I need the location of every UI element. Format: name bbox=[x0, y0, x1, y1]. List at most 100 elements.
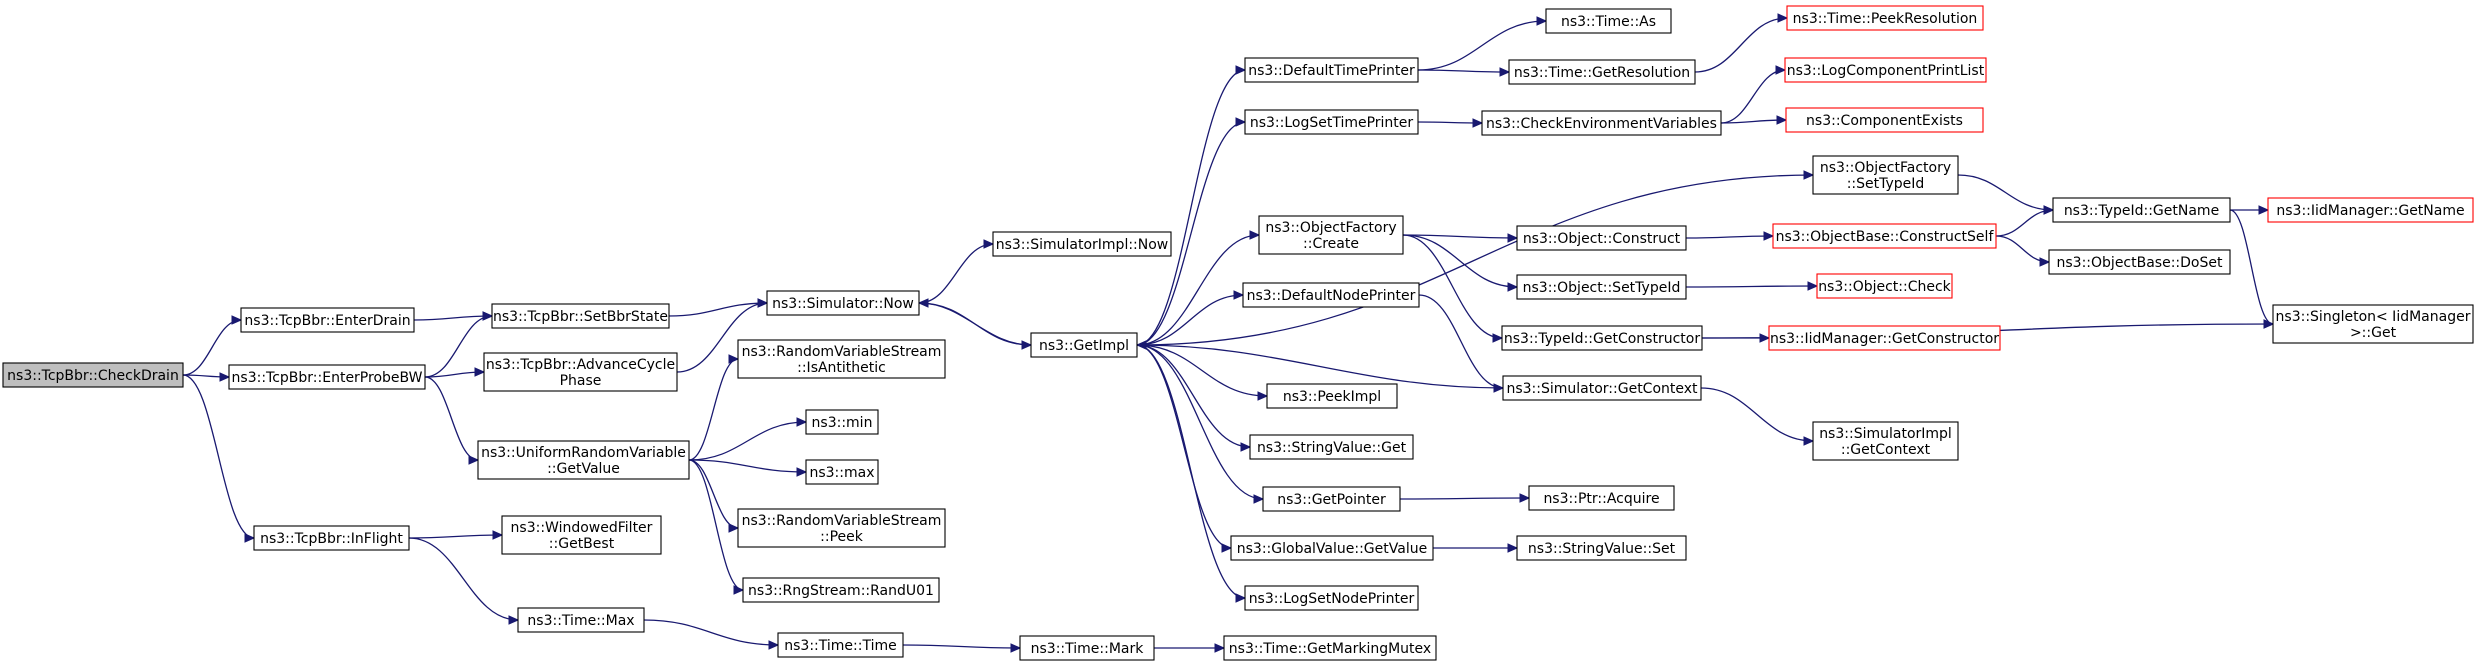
node-box bbox=[2048, 249, 2231, 275]
node-inflight[interactable]: ns3::TcpBbr::InFlight bbox=[253, 525, 410, 551]
arrowhead-icon bbox=[1214, 643, 1226, 653]
node-uniformgetvalue[interactable]: ns3::UniformRandomVariable::GetValue bbox=[477, 440, 690, 480]
node-label: ns3::PeekImpl bbox=[1283, 389, 1381, 405]
node-max[interactable]: ns3::max bbox=[805, 459, 879, 485]
arrowhead-icon bbox=[1249, 230, 1261, 240]
node-timeas[interactable]: ns3::Time::As bbox=[1545, 8, 1672, 34]
node-objbasedoset[interactable]: ns3::ObjectBase::DoSet bbox=[2048, 249, 2231, 275]
nodes-layer: ns3::TcpBbr::CheckDrain ns3::TcpBbr::Ente… bbox=[2, 5, 2474, 661]
node-box bbox=[777, 632, 904, 658]
edge-line bbox=[1136, 294, 1244, 346]
edge-getimpl-to-defaultnodeprinter bbox=[1136, 290, 1245, 346]
node-typeidgetconstructor[interactable]: ns3::TypeId::GetConstructor bbox=[1501, 325, 1703, 351]
node-defaultnodeprinter[interactable]: ns3::DefaultNodePrinter bbox=[1242, 282, 1420, 308]
node-logsettimeprinter[interactable]: ns3::LogSetTimePrinter bbox=[1244, 109, 1419, 135]
node-simnow[interactable]: ns3::Simulator::Now bbox=[766, 290, 920, 316]
node-peekimpl[interactable]: ns3::PeekImpl bbox=[1266, 383, 1398, 409]
node-simimplgetcontext[interactable]: ns3::SimulatorImpl::GetContext bbox=[1812, 421, 1959, 461]
edge-line bbox=[1685, 285, 1818, 288]
node-label: ns3::IidManager::GetName bbox=[2276, 203, 2464, 219]
node-simgetcontext[interactable]: ns3::Simulator::GetContext bbox=[1502, 375, 1702, 401]
arrowhead-icon bbox=[2039, 257, 2051, 267]
edge-line bbox=[1136, 69, 1246, 346]
node-stringvalueget[interactable]: ns3::StringValue::Get bbox=[1249, 434, 1414, 460]
edge-setbbrstate-to-simnow bbox=[668, 298, 769, 317]
node-objectcheck[interactable]: ns3::Object::Check bbox=[1816, 273, 1953, 299]
node-typeidgetname[interactable]: ns3::TypeId::GetName bbox=[2052, 197, 2231, 223]
node-objconstruct[interactable]: ns3::Object::Construct bbox=[1516, 225, 1687, 251]
node-enterprobebw[interactable]: ns3::TcpBbr::EnterProbeBW bbox=[228, 364, 426, 390]
node-gvgetvalue[interactable]: ns3::GlobalValue::GetValue bbox=[1230, 535, 1434, 561]
node-defaulttimeprinter[interactable]: ns3::DefaultTimePrinter bbox=[1244, 57, 1419, 83]
edge-ofcreate-to-objconstruct bbox=[1402, 233, 1519, 243]
node-box bbox=[737, 508, 946, 548]
node-getpointer[interactable]: ns3::GetPointer bbox=[1262, 486, 1401, 512]
node-box bbox=[228, 364, 426, 390]
node-label: ::Peek bbox=[820, 529, 864, 545]
edge-ofcreate-to-typeidgetconstructor bbox=[1402, 234, 1504, 343]
edge-typeidgetname-to-iidmgetname bbox=[2229, 205, 2270, 215]
node-label: ns3::Simulator::Now bbox=[772, 296, 914, 312]
edge-line bbox=[1417, 69, 1510, 73]
arrowhead-icon bbox=[917, 298, 929, 308]
node-box bbox=[1785, 107, 1984, 133]
edge-logsettimeprinter-to-checkenv bbox=[1417, 118, 1484, 128]
arrowhead-icon bbox=[231, 315, 243, 325]
node-rvspeek[interactable]: ns3::RandomVariableStream::Peek bbox=[737, 508, 946, 548]
node-min[interactable]: ns3::min bbox=[805, 409, 879, 435]
edge-line bbox=[688, 358, 739, 461]
node-iidmgetname[interactable]: ns3::IidManager::GetName bbox=[2267, 197, 2474, 223]
node-componentexists[interactable]: ns3::ComponentExists bbox=[1785, 107, 1984, 133]
node-randu01[interactable]: ns3::RngStream::RandU01 bbox=[742, 577, 940, 603]
node-simimplnow[interactable]: ns3::SimulatorImpl::Now bbox=[992, 231, 1172, 257]
node-getimpl[interactable]: ns3::GetImpl bbox=[1030, 332, 1138, 358]
node-label: ns3::Time::PeekResolution bbox=[1793, 11, 1978, 27]
arrowhead-icon bbox=[1240, 442, 1252, 452]
arrowhead-icon bbox=[482, 311, 494, 321]
node-singletonget[interactable]: ns3::Singleton< IidManager>::Get bbox=[2272, 304, 2474, 344]
edge-line bbox=[182, 374, 255, 539]
arrowhead-icon bbox=[1507, 233, 1519, 243]
edge-checkdrain-to-enterprobebw bbox=[182, 372, 231, 382]
arrowhead-icon bbox=[1775, 65, 1787, 75]
node-timegetresolution[interactable]: ns3::Time::GetResolution bbox=[1508, 59, 1696, 85]
node-ofsettypeid[interactable]: ns3::ObjectFactory::SetTypeId bbox=[1812, 155, 1959, 195]
node-timetime[interactable]: ns3::Time::Time bbox=[777, 632, 904, 658]
node-objbaseconstructself[interactable]: ns3::ObjectBase::ConstructSelf bbox=[1772, 223, 1997, 249]
edge-checkdrain-to-inflight bbox=[182, 374, 256, 543]
node-objsettypeid[interactable]: ns3::Object::SetTypeId bbox=[1516, 274, 1687, 300]
node-logcomponentprintlist[interactable]: ns3::LogComponentPrintList bbox=[1784, 57, 1987, 83]
node-box bbox=[253, 525, 410, 551]
edge-line bbox=[902, 644, 1021, 649]
edge-line bbox=[1417, 121, 1483, 124]
node-ofcreate[interactable]: ns3::ObjectFactory::Create bbox=[1258, 215, 1404, 255]
node-label: ns3::Object::Check bbox=[1818, 279, 1951, 295]
node-checkenv[interactable]: ns3::CheckEnvironmentVariables bbox=[1481, 110, 1722, 136]
node-enterdrain[interactable]: ns3::TcpBbr::EnterDrain bbox=[240, 307, 415, 333]
node-iidmgetconstructor[interactable]: ns3::IidManager::GetConstructor bbox=[1768, 325, 2001, 351]
node-isantithetic[interactable]: ns3::RandomVariableStream::IsAntithetic bbox=[737, 339, 946, 379]
edge-line bbox=[1136, 344, 1264, 500]
arrowhead-icon bbox=[474, 367, 486, 377]
node-timepeekresolution[interactable]: ns3::Time::PeekResolution bbox=[1786, 5, 1984, 31]
node-checkdrain[interactable]: ns3::TcpBbr::CheckDrain bbox=[2, 362, 184, 388]
node-stringvalueset[interactable]: ns3::StringValue::Set bbox=[1516, 535, 1687, 561]
node-label: ns3::StringValue::Get bbox=[1257, 440, 1407, 456]
edge-enterprobebw-to-uniformgetvalue bbox=[424, 376, 480, 465]
node-timemark[interactable]: ns3::Time::Mark bbox=[1019, 635, 1155, 661]
node-setbbrstate[interactable]: ns3::TcpBbr::SetBbrState bbox=[491, 303, 670, 329]
node-box bbox=[1244, 585, 1419, 611]
node-logsetnodeprinter[interactable]: ns3::LogSetNodePrinter bbox=[1244, 585, 1419, 611]
node-box bbox=[1230, 535, 1434, 561]
edge-getimpl-to-getpointer bbox=[1136, 344, 1265, 504]
edge-line bbox=[1399, 497, 1530, 500]
node-getmarkingmutex[interactable]: ns3::Time::GetMarkingMutex bbox=[1223, 635, 1437, 661]
node-box bbox=[1244, 57, 1419, 83]
edge-gvgetvalue-to-stringvalueset bbox=[1432, 543, 1519, 553]
node-timemax[interactable]: ns3::Time::Max bbox=[517, 607, 645, 633]
edge-timetime-to-timemark bbox=[902, 643, 1022, 653]
node-ptracquire[interactable]: ns3::Ptr::Acquire bbox=[1528, 485, 1675, 511]
node-windowedfilter[interactable]: ns3::WindowedFilter::GetBest bbox=[501, 515, 662, 555]
edge-defaultnodeprinter-to-simgetcontext bbox=[1418, 294, 1505, 393]
